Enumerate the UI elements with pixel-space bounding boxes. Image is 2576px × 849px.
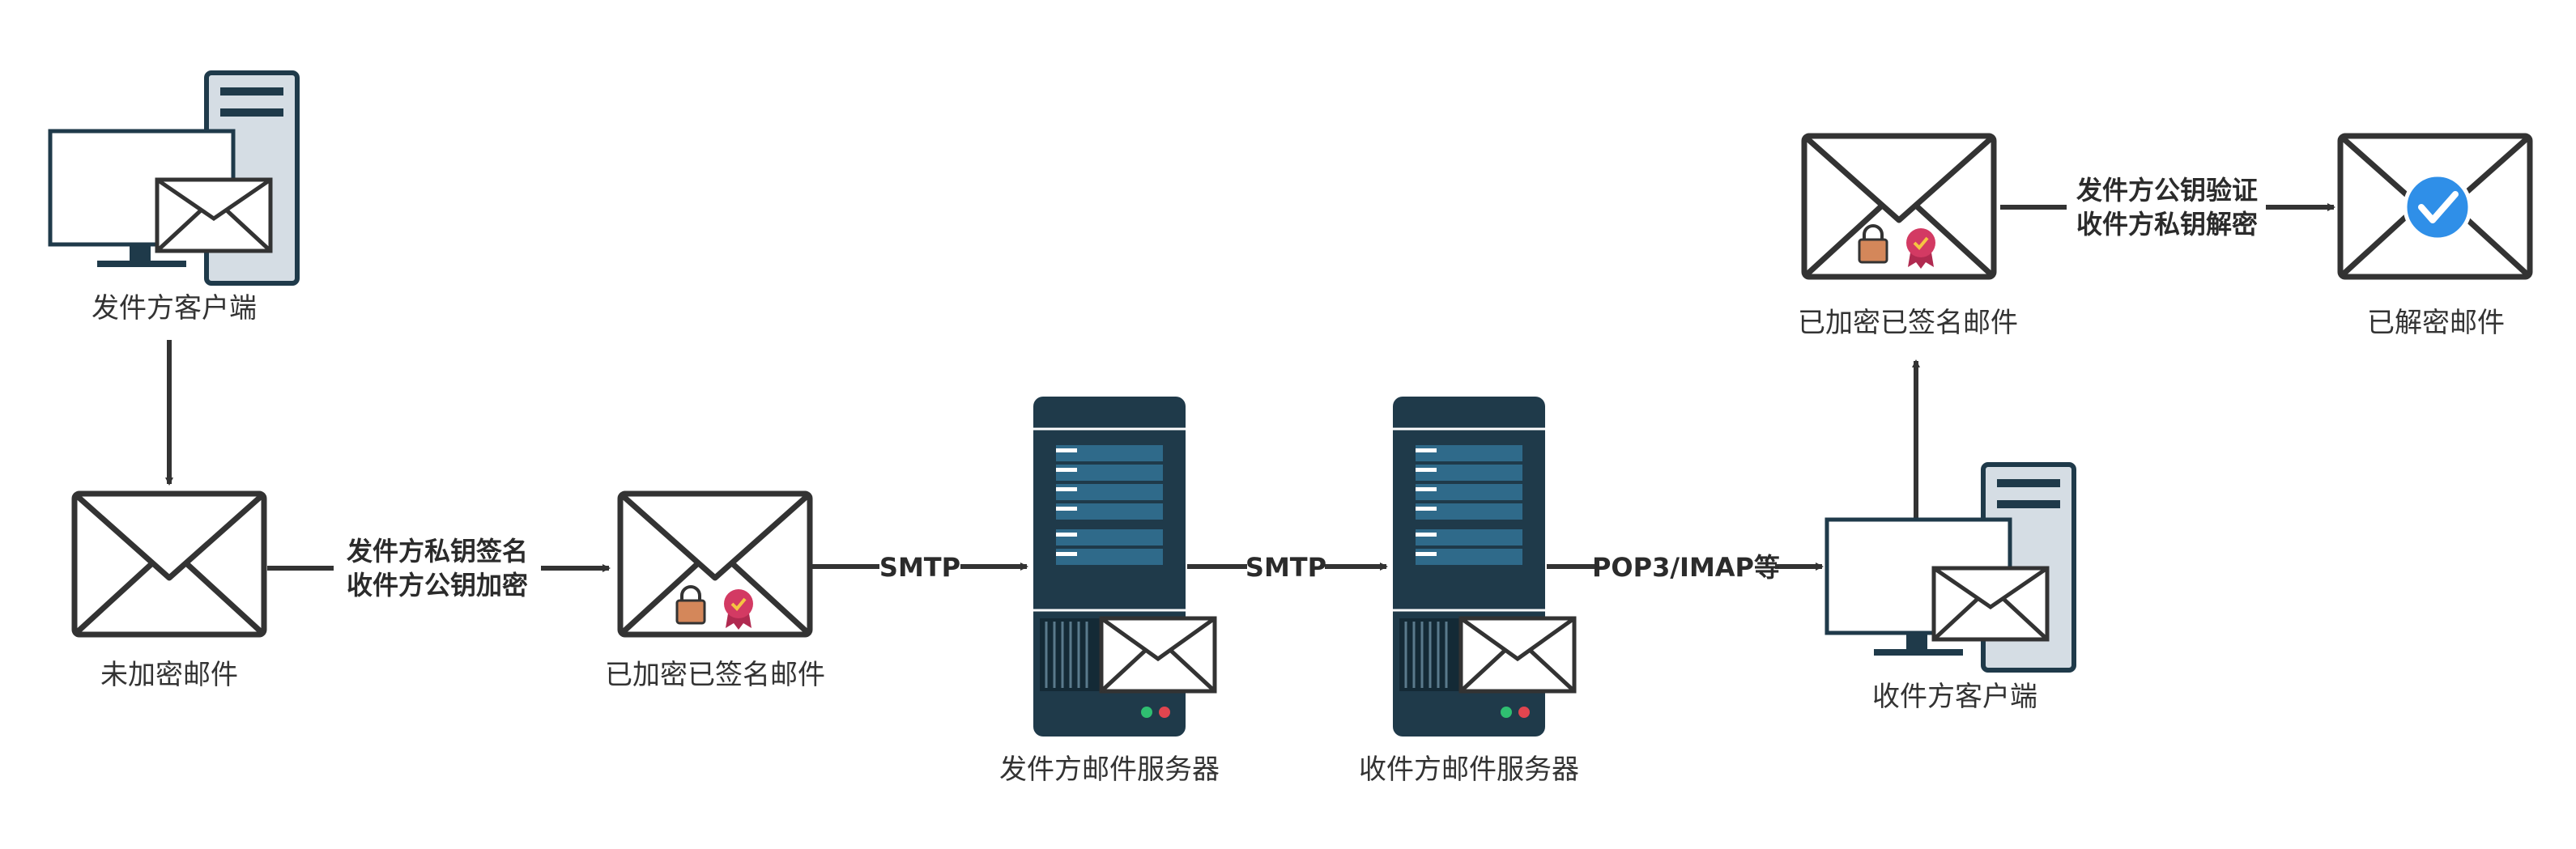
lock-icon <box>1858 224 1888 264</box>
edges <box>165 203 2335 572</box>
envelope-icon <box>155 177 273 253</box>
envelope-icon <box>1099 616 1217 694</box>
decrypted-mail-envelope <box>2337 133 2533 280</box>
edge-label-sign-line1: 发件方私钥签名 <box>347 536 528 567</box>
envelope-icon <box>1458 616 1577 694</box>
edge-label-pop3-imap: POP3/IMAP等 <box>1592 552 1780 583</box>
edge-label-smtp-1: SMTP <box>879 552 960 583</box>
lock-icon <box>675 585 706 625</box>
unencrypted-mail-envelope <box>71 490 267 638</box>
edge-label-verify-line1: 发件方公钥验证 <box>2076 175 2258 206</box>
received-signed-encrypted-mail-label: 已加密已签名邮件 <box>1798 307 2018 339</box>
signed-encrypted-mail-envelope <box>617 490 813 638</box>
seal-icon <box>724 589 753 630</box>
unencrypted-mail-label: 未加密邮件 <box>100 659 238 691</box>
sender-server <box>1033 397 1217 737</box>
edge-label-encrypt-line2: 收件方公钥加密 <box>347 570 528 601</box>
receiver-server-label: 收件方邮件服务器 <box>1359 753 1579 786</box>
edge-label-decrypt-line2: 收件方私钥解密 <box>2076 209 2258 240</box>
signed-encrypted-mail-label: 已加密已签名邮件 <box>605 659 825 691</box>
sender-server-label: 发件方邮件服务器 <box>999 753 1220 786</box>
received-signed-encrypted-mail-envelope <box>1801 133 1997 280</box>
check-icon <box>2403 172 2472 242</box>
seal-icon <box>1906 228 1935 269</box>
receiver-server <box>1393 397 1577 737</box>
receiver-client-label: 收件方客户端 <box>1872 681 2037 713</box>
edge-label-smtp-2: SMTP <box>1245 552 1326 583</box>
envelope-icon <box>1931 566 2050 642</box>
sender-client-computer <box>48 70 300 286</box>
decrypted-mail-label: 已解密邮件 <box>2367 307 2505 339</box>
receiver-client-computer <box>1824 462 2076 673</box>
sender-client-label: 发件方客户端 <box>92 292 257 325</box>
